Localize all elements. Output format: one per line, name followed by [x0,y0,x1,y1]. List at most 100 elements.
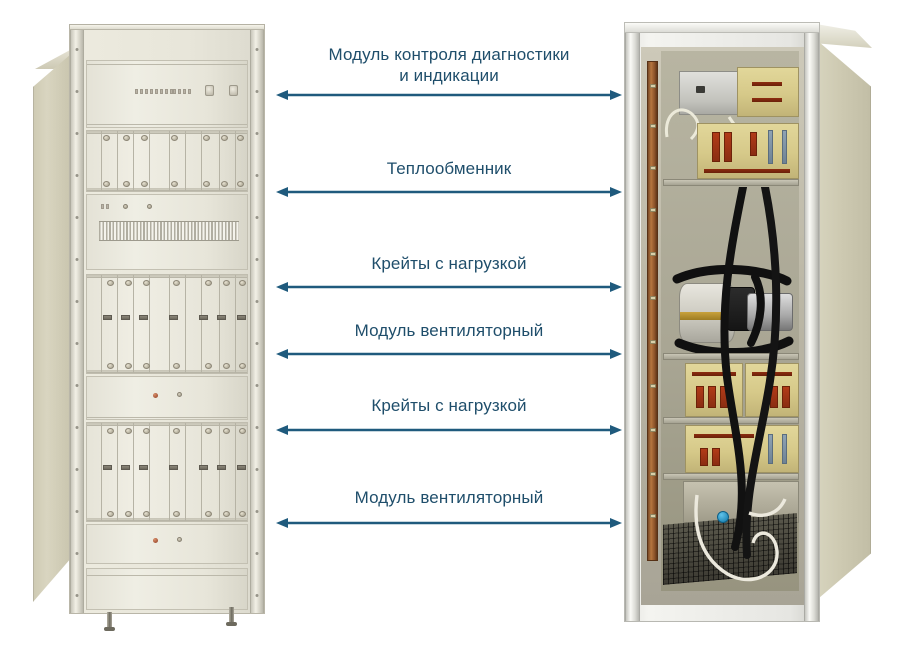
card-connector [203,181,210,187]
card-module-chip [169,465,178,470]
annotation-arrow-5 [276,425,622,435]
status-led [150,89,153,94]
card-connector [237,135,244,141]
card-connector [143,363,150,369]
card-connector [239,428,246,434]
card-connector [107,511,114,517]
rail-screw [75,426,79,429]
card-connector [107,428,114,434]
rail-screw [75,48,79,51]
rail-screw [255,216,259,219]
copper-busbar [647,61,658,561]
status-led [170,89,173,94]
rail-screw [75,258,79,261]
annotation-arrow-4 [276,349,622,359]
annotation-arrow-1 [276,90,622,100]
fan-reset-button [177,537,182,542]
card-module-chip [237,465,246,470]
indicator-button [188,89,191,94]
card-connector [221,181,228,187]
right-cabinet-interior [641,47,805,605]
right-cabinet-top-bevel [816,24,872,48]
fan-status-indicator [153,538,158,543]
module-shelf [663,179,799,186]
fan-reset-button [177,392,182,397]
heat-exchanger-panel [86,194,248,270]
status-led [106,204,109,209]
busbar-bolt [650,296,656,300]
rail-screw [255,384,259,387]
card-connector [173,511,180,517]
left-cabinet-front-face [69,29,265,614]
heat-exchanger-leds [101,204,109,209]
heat-exchanger-grille [99,221,239,241]
card-connector [173,363,180,369]
module-shelf [663,473,799,480]
card-module-chip [217,315,226,320]
card-module-chip [199,465,208,470]
status-led [135,89,138,94]
module-shelf [663,353,799,360]
busbar-bolt [650,166,656,170]
card-module-chip [237,315,246,320]
rail-screw [75,510,79,513]
power-resistor [782,386,790,408]
card-connector [107,363,114,369]
indicator-button [178,89,181,94]
rail-screw [75,594,79,597]
right-cabinet-top-cap [624,22,820,33]
card-connector [125,511,132,517]
card-connector [223,363,230,369]
rail-screw [75,90,79,93]
blue-drain-valve [717,511,729,523]
load-pcb-module [697,123,799,179]
upper-card-crate [86,130,248,192]
rail-screw [255,174,259,177]
rail-screw [255,594,259,597]
power-resistor [700,448,708,466]
card-connector [125,428,132,434]
card-connector [239,280,246,286]
card-connector [171,181,178,187]
rail-screw [75,300,79,303]
rail-screw [255,552,259,555]
card-connector [221,135,228,141]
card-connector [223,280,230,286]
card-module-chip [217,465,226,470]
card-connector [125,363,132,369]
right-cabinet-open-view [616,20,874,640]
load-crate-lower [86,422,248,522]
card-module-chip [199,315,208,320]
pcb-bus-strip [704,169,790,173]
rail-screw [255,48,259,51]
heat-exchanger-knob [123,204,128,209]
rail-screw [75,384,79,387]
diagnostics-indication-module [86,60,248,128]
busbar-bolt [650,428,656,432]
rail-screw [255,468,259,471]
busbar-bolt [650,208,656,212]
rail-screw [255,342,259,345]
power-resistor [752,82,782,86]
status-led [140,89,143,94]
annotation-arrow-3 [276,282,622,292]
card-module-chip [139,465,148,470]
card-connector [141,135,148,141]
leveling-foot [226,607,237,626]
coolant-tube-lower [694,494,787,582]
card-connector [123,135,130,141]
card-module-chip [169,315,178,320]
pcb-bus-strip [692,372,736,376]
card-module-chip [121,315,130,320]
annotation-label-4: Модуль вентиляторный [354,321,544,340]
card-connector [125,280,132,286]
left-cabinet-closed-view [33,24,273,634]
black-cable-harness [720,187,781,559]
indicator-button [183,89,186,94]
annotation-label-5: Крейты с нагрузкой [371,396,527,415]
rail-screw [75,174,79,177]
annotation-label-2: Теплообменник [386,159,512,178]
fan-module-lower [86,524,248,564]
card-module-chip [103,315,112,320]
load-crate-upper [86,274,248,374]
